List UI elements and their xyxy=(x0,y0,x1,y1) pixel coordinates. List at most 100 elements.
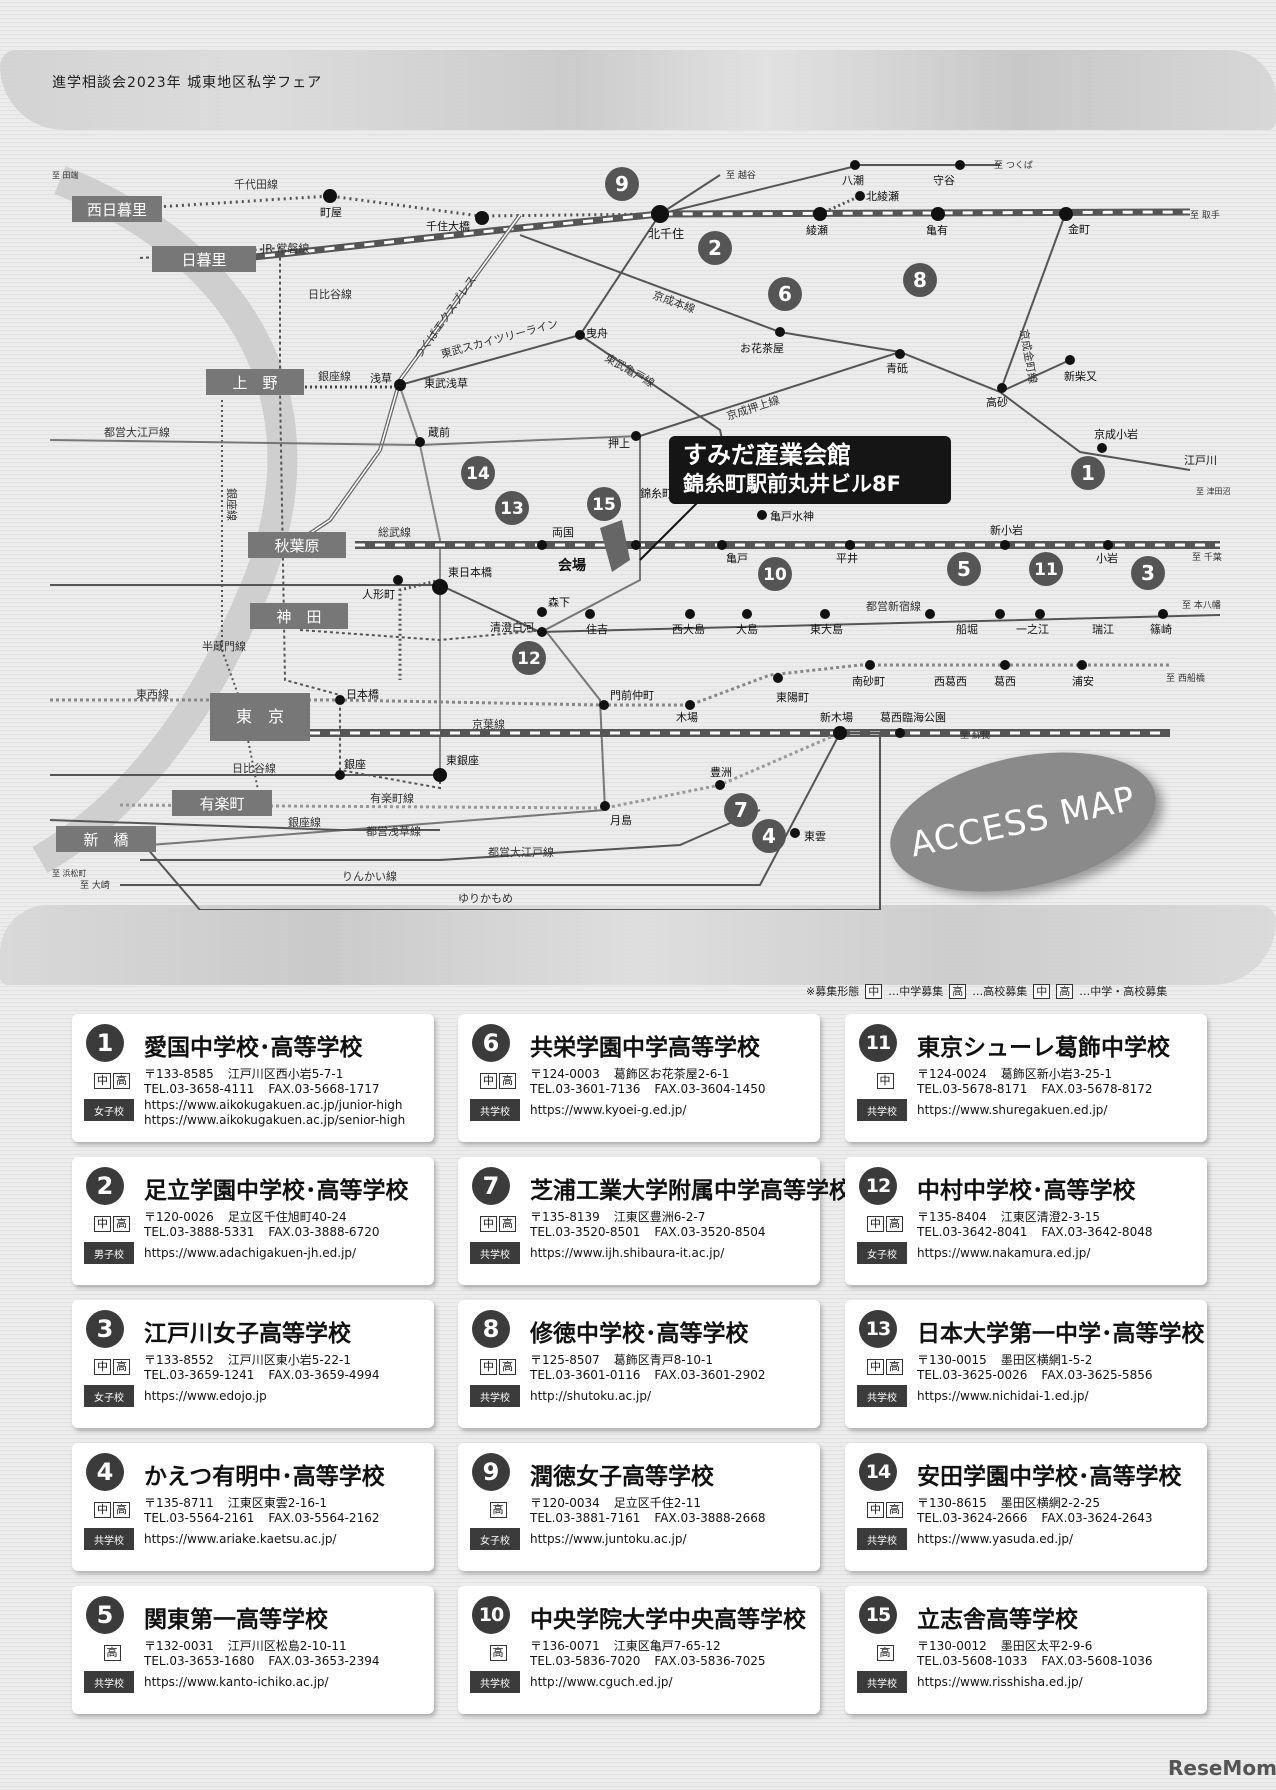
level-tag: 中 xyxy=(876,1073,894,1089)
level-tag: 高 xyxy=(113,1216,130,1232)
school-fax: FAX.03-5608-1036 xyxy=(1041,1654,1153,1668)
station-tobuasakusa: 東武浅草 xyxy=(424,377,468,390)
school-tel: TEL.03-3653-1680 xyxy=(144,1654,255,1668)
level-tag: 中 xyxy=(867,1216,884,1232)
level-tag: 中 xyxy=(94,1359,111,1375)
station-kiyosumishirakawa: 清澄白河 xyxy=(490,620,534,634)
station-dots xyxy=(323,160,1168,838)
school-levels: 中高 xyxy=(863,1359,907,1375)
school-levels: 中高 xyxy=(90,1359,134,1375)
venue-callout: すみだ産業会館 錦糸町駅前丸井ビル8F xyxy=(669,436,951,504)
station-edogawa: 江戸川 xyxy=(1184,454,1217,467)
label-yurakucho: 有楽町線 xyxy=(370,791,414,805)
school-number-badge: 1 xyxy=(86,1024,124,1062)
station-hirai: 平井 xyxy=(836,551,858,565)
legend-chu-tag: 中 xyxy=(865,983,883,999)
station-shinkiba: 新木場 xyxy=(820,710,853,724)
station-kitaayase: 北綾瀬 xyxy=(866,189,899,203)
school-postal: 〒124-0024 xyxy=(917,1067,987,1081)
line-keisei-kanamachi xyxy=(999,211,1067,393)
school-postal: 〒125-8507 xyxy=(530,1353,600,1367)
label-chiyoda: 千代田線 xyxy=(234,177,278,191)
dir-tabata: 至 田端 xyxy=(52,170,79,180)
school-website-link[interactable]: http://www.cguch.ed.jp/ xyxy=(530,1675,673,1689)
school-fax: FAX.03-3659-4994 xyxy=(268,1368,380,1382)
school-tel: TEL.03-3625-0026 xyxy=(917,1368,1028,1382)
label-tozai: 東西線 xyxy=(136,687,169,701)
school-tel: TEL.03-5608-1033 xyxy=(917,1654,1028,1668)
station-kiba: 木場 xyxy=(676,711,698,724)
school-levels: 高 xyxy=(90,1645,134,1661)
school-type-badge: 共学校 xyxy=(857,1671,907,1693)
station-toyosu: 豊洲 xyxy=(710,766,732,779)
school-website-link[interactable]: https://www.adachigakuen-jh.ed.jp/ xyxy=(144,1246,357,1260)
level-tag: 高 xyxy=(499,1216,516,1232)
school-website-link[interactable]: https://www.nichidai-1.ed.jp/ xyxy=(917,1389,1089,1403)
school-name: 潤徳女子高等学校 xyxy=(530,1464,714,1490)
label-tobu-skytree: 東武スカイツリーライン xyxy=(439,317,559,361)
label-ginza-lower: 銀座線 xyxy=(288,815,321,829)
hub-akihabara: 秋葉原 xyxy=(274,537,319,555)
school-number-badge: 7 xyxy=(472,1167,510,1205)
school-type-badge: 共学校 xyxy=(470,1671,520,1693)
school-type-badge: 女子校 xyxy=(470,1528,520,1550)
school-website-link[interactable]: https://www.aikokugakuen.ac.jp/senior-hi… xyxy=(144,1113,406,1127)
school-address: 葛飾区お花茶屋2-6-1 xyxy=(613,1067,730,1081)
school-fax: FAX.03-3888-6720 xyxy=(268,1225,380,1239)
marker-15: 15 xyxy=(592,495,616,515)
school-tel: TEL.03-3601-0116 xyxy=(530,1368,641,1382)
dir-motoyawata: 至 本八幡 xyxy=(1182,599,1221,611)
label-sobu: 総武線 xyxy=(378,525,411,539)
school-postal: 〒120-0034 xyxy=(530,1496,600,1510)
school-tel: TEL.03-3888-5331 xyxy=(144,1225,255,1239)
station-urayasu: 浦安 xyxy=(1072,674,1094,688)
school-website-link[interactable]: https://www.edojo.jp xyxy=(144,1389,267,1403)
line-hanzomon xyxy=(299,629,546,642)
school-fax: FAX.03-5668-1717 xyxy=(268,1082,380,1096)
school-website-link[interactable]: https://www.shuregakuen.ed.jp/ xyxy=(917,1103,1108,1117)
school-name: 中央学院大学中央高等学校 xyxy=(530,1607,806,1633)
school-levels: 中高 xyxy=(476,1216,520,1232)
school-website-link[interactable]: https://www.yasuda.ed.jp/ xyxy=(917,1532,1074,1546)
school-website-link[interactable]: https://www.juntoku.ac.jp/ xyxy=(530,1532,687,1546)
school-website-link[interactable]: https://www.ariake.kaetsu.ac.jp/ xyxy=(144,1532,337,1546)
school-address: 江東区東雲2-16-1 xyxy=(227,1496,327,1510)
station-ryogoku: 両国 xyxy=(552,526,574,539)
label-rinkai: りんかい線 xyxy=(342,869,397,883)
school-website-link[interactable]: https://www.aikokugakuen.ac.jp/junior-hi… xyxy=(144,1098,403,1112)
school-website-link[interactable]: https://www.kanto-ichiko.ac.jp/ xyxy=(144,1675,329,1689)
school-website-link[interactable]: http://shutoku.ac.jp/ xyxy=(530,1389,652,1403)
line-shinjuku xyxy=(50,584,1221,634)
level-tag: 中 xyxy=(480,1359,497,1375)
station-nishioojima: 西大島 xyxy=(672,622,705,636)
school-name: 愛国中学校･高等学校 xyxy=(144,1035,363,1061)
school-postal: 〒120-0026 xyxy=(144,1210,214,1224)
legend-ko-tag: 高 xyxy=(949,983,967,999)
school-name: 日本大学第一中学･高等学校 xyxy=(917,1321,1205,1347)
legend-chu-desc: …中学募集 xyxy=(888,985,944,998)
marker-3: 3 xyxy=(1141,561,1155,585)
school-postal: 〒133-8585 xyxy=(144,1067,214,1081)
dir-hamamatsucho: 至 浜松町 xyxy=(52,868,87,878)
school-website-link[interactable]: https://www.nakamura.ed.jp/ xyxy=(917,1246,1091,1260)
level-tag: 高 xyxy=(103,1645,121,1661)
school-website-link[interactable]: https://www.kyoei-g.ed.jp/ xyxy=(530,1103,687,1117)
school-address: 江東区清澄2-3-15 xyxy=(1000,1210,1100,1224)
school-number-badge: 6 xyxy=(472,1024,510,1062)
school-postal: 〒130-0012 xyxy=(917,1639,987,1653)
marker-5: 5 xyxy=(957,557,971,581)
level-tag: 高 xyxy=(886,1216,903,1232)
school-website-link[interactable]: https://www.ijh.shibaura-it.ac.jp/ xyxy=(530,1246,725,1260)
school-fax: FAX.03-3601-2902 xyxy=(654,1368,766,1382)
dir-nishifunabashi: 至 西船橋 xyxy=(1166,672,1205,684)
school-website-link[interactable]: https://www.risshisha.ed.jp/ xyxy=(917,1675,1083,1689)
station-kinshicho: 錦糸町 xyxy=(640,486,673,500)
station-ningyocho: 人形町 xyxy=(362,588,395,601)
